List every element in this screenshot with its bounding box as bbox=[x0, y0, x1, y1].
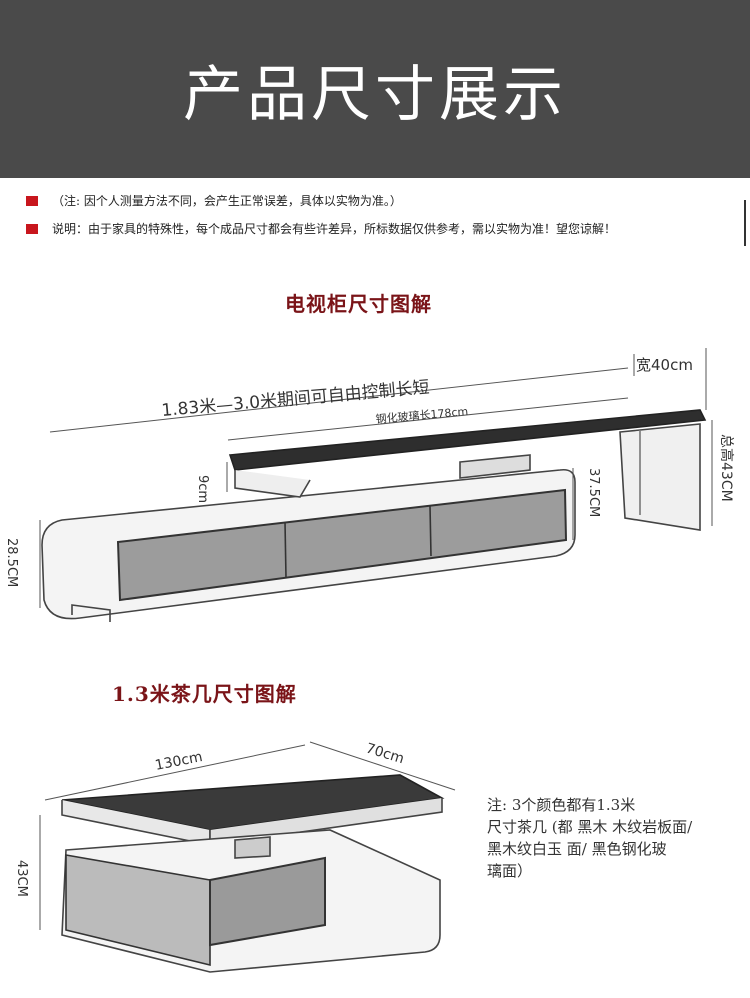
notice-row-1: （注: 因个人测量方法不同，会产生正常误差，具体以实物为准。） bbox=[26, 192, 402, 209]
tv-gap-height-label: 9cm bbox=[195, 475, 210, 503]
red-square-icon bbox=[26, 195, 38, 206]
tv-box-height-label: 37.5CM bbox=[586, 468, 601, 517]
notice-text-1: （注: 因个人测量方法不同，会产生正常误差，具体以实物为准。） bbox=[52, 194, 402, 208]
coffee-table-note: 注: 3个颜色都有1.3米 尺寸茶几 (都 黑木 木纹岩板面/ 黑木纹白玉 面/… bbox=[487, 796, 693, 880]
table-width-label: 70cm bbox=[364, 741, 406, 768]
tv-base-height-label: 28.5CM bbox=[4, 538, 19, 587]
coffee-table-dimension-lines bbox=[39, 741, 456, 930]
page-title: 产品尺寸展示 bbox=[183, 59, 567, 130]
table-height-label: 43CM bbox=[14, 860, 29, 897]
header-banner: 产品尺寸展示 bbox=[0, 0, 750, 178]
tv-cabinet-section-title: 电视柜尺寸图解 bbox=[285, 292, 432, 316]
table-length-label: 130cm bbox=[154, 749, 204, 774]
notice-row-2: 说明：由于家具的特殊性，每个成品尺寸都会有些许差异，所标数据仅供参考，需以实物为… bbox=[26, 220, 616, 237]
red-square-icon bbox=[26, 223, 38, 234]
coffee-table-section-title: 1.3米茶几尺寸图解 bbox=[112, 682, 297, 706]
tv-dimension-lines bbox=[39, 348, 713, 608]
tv-cabinet-drawing bbox=[41, 409, 707, 622]
tv-glass-length-label: 钢化玻璃长178cm bbox=[375, 404, 469, 426]
tv-total-height-label: 总高43CM bbox=[718, 434, 735, 502]
divider bbox=[744, 200, 746, 246]
notice-text-2: 说明：由于家具的特殊性，每个成品尺寸都会有些许差异，所标数据仅供参考，需以实物为… bbox=[52, 222, 617, 236]
coffee-table-drawing bbox=[61, 774, 445, 973]
tv-width-label: 宽40cm bbox=[636, 356, 693, 374]
